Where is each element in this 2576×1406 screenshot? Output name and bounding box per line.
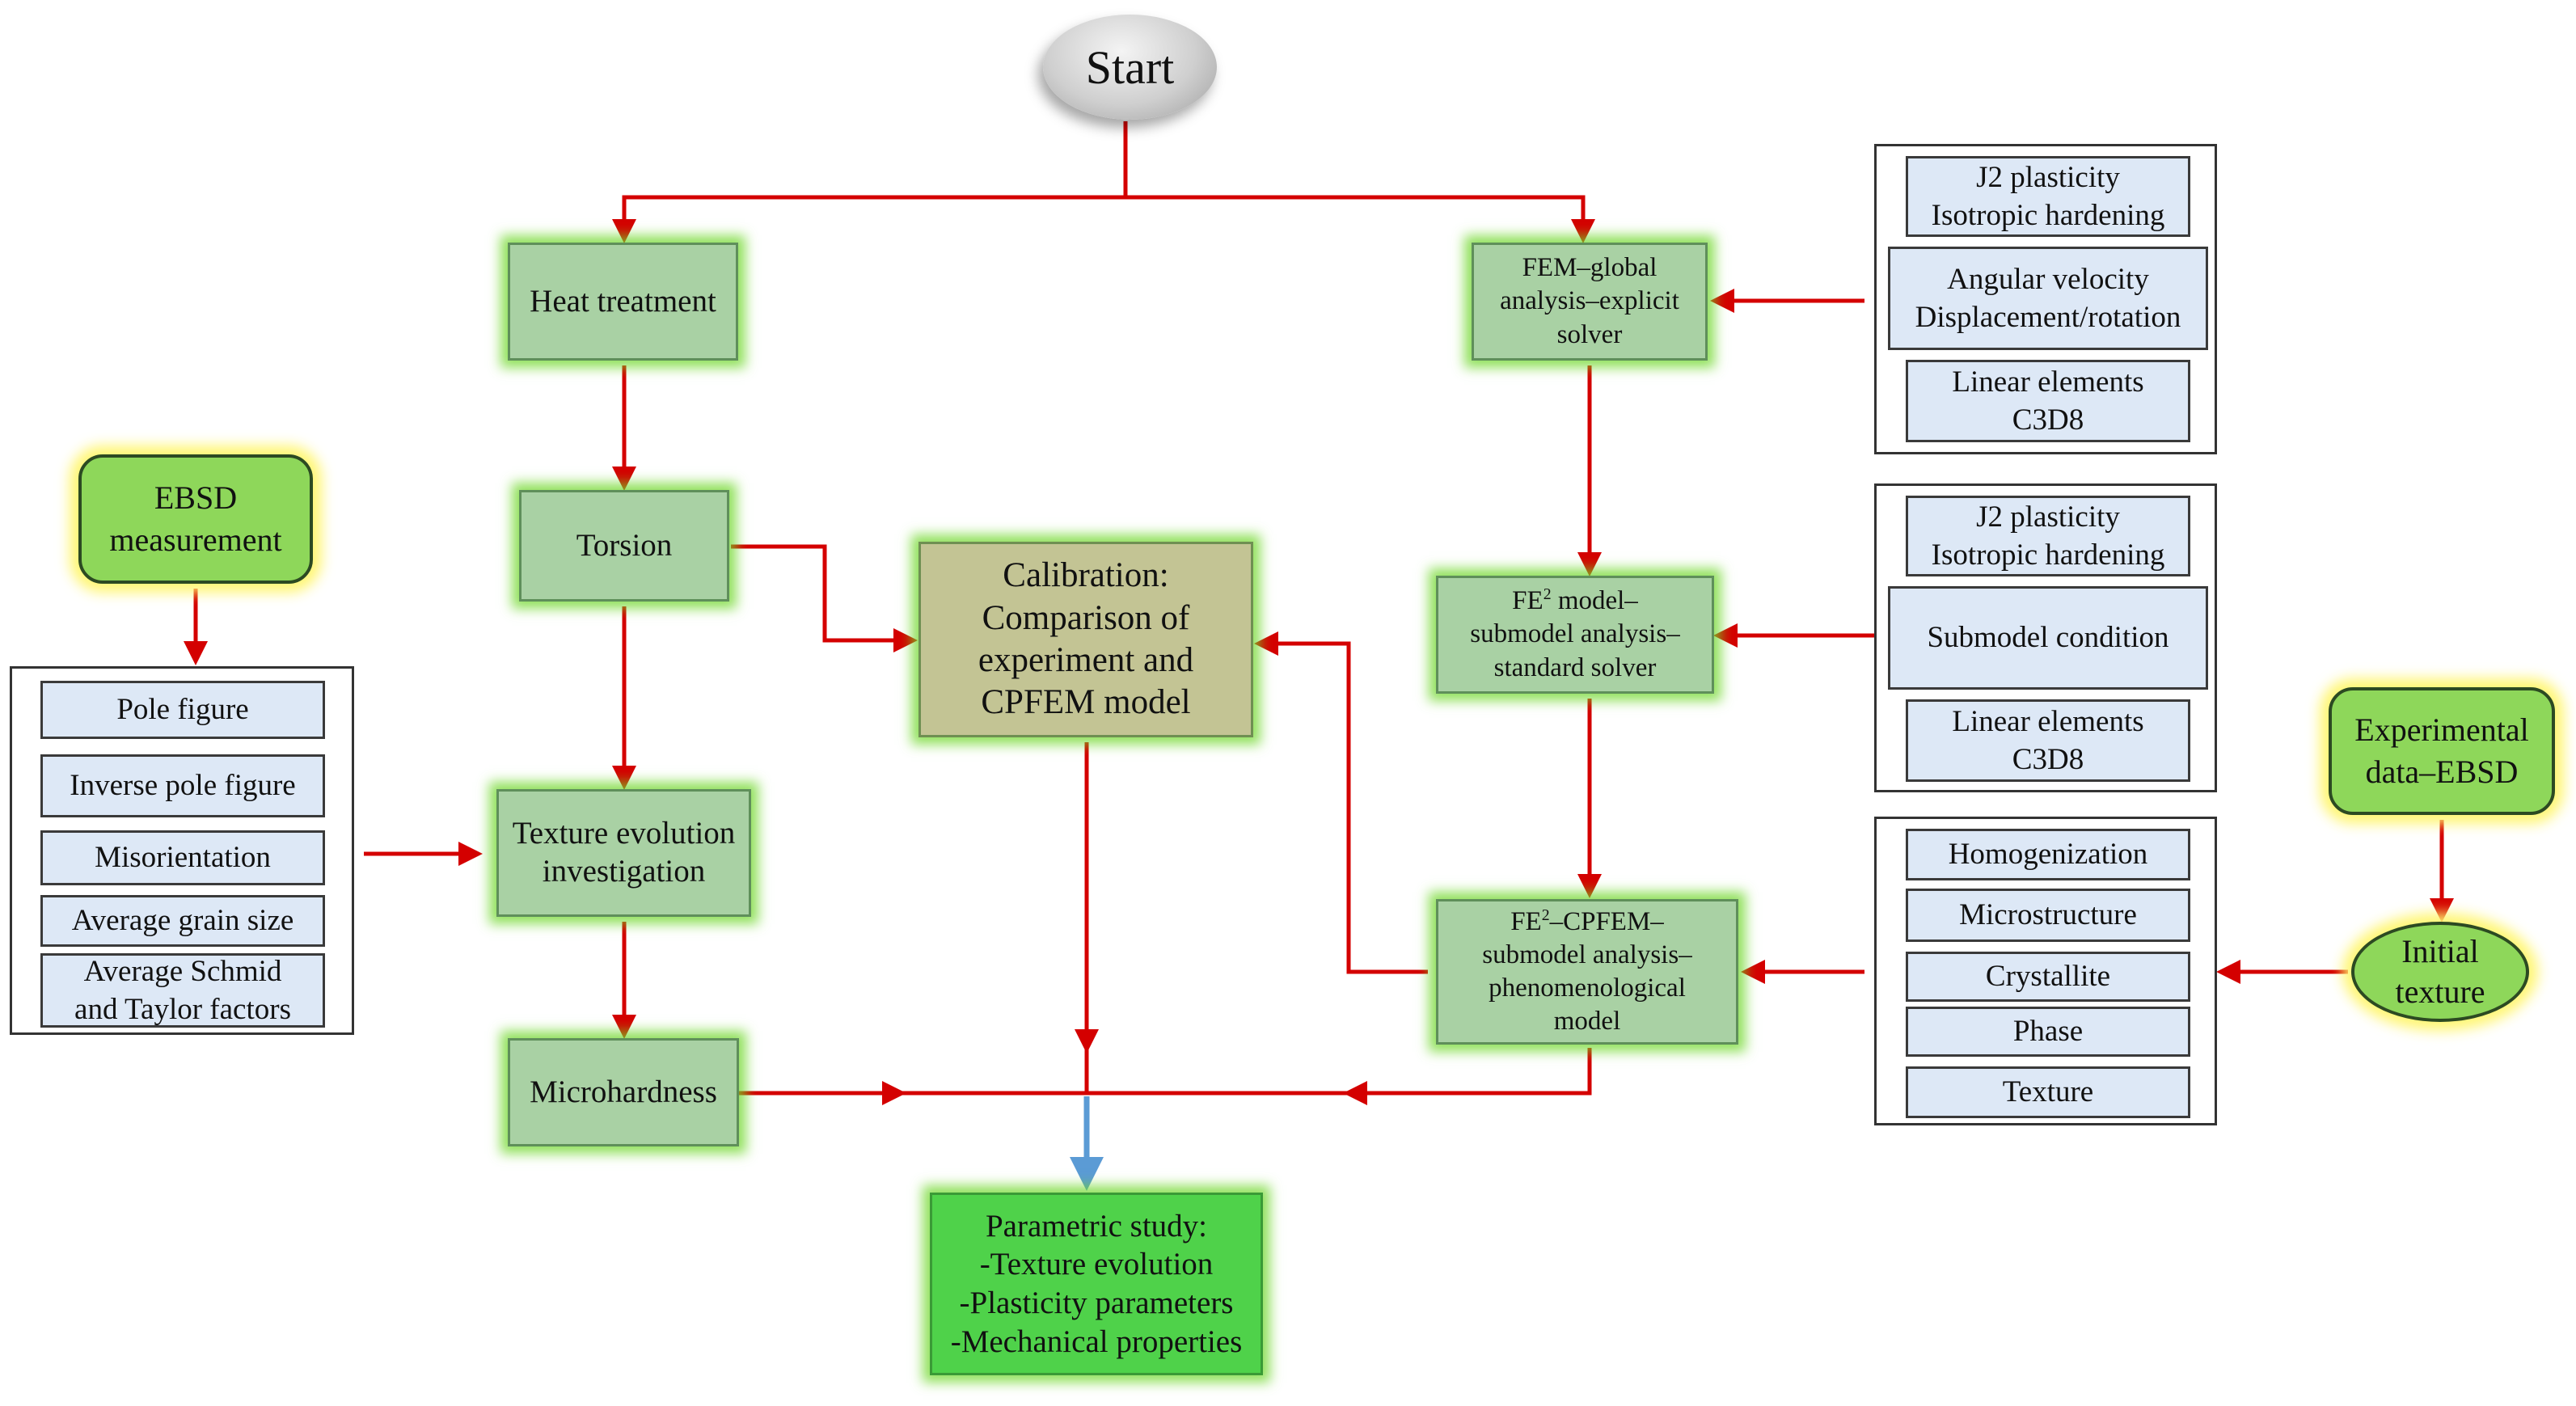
- homogenization-label: Homogenization: [1948, 838, 2148, 872]
- ebsd-measurement-line-1: EBSD: [154, 479, 238, 516]
- crystallite-label: Crystallite: [1985, 960, 2111, 994]
- inverse-pole-figure-label: Inverse pole figure: [70, 769, 296, 803]
- parametric-study-line-4: -Mechanical properties: [950, 1324, 1243, 1359]
- fe2-cpfem-line-3: phenomenological: [1489, 973, 1686, 1003]
- fe2-cpfem-line-2: submodel analysis–: [1482, 939, 1692, 969]
- microstructure-label: Microstructure: [1959, 898, 2137, 932]
- experimental-data-line-2: data–EBSD: [2365, 754, 2519, 790]
- calibration-line-3: experiment and: [978, 641, 1194, 679]
- phase-label: Phase: [2012, 1015, 2084, 1049]
- texture-evolution-box: Texture evolution investigation: [496, 789, 751, 917]
- start-label: Start: [1085, 40, 1175, 94]
- torsion-box: Torsion: [519, 490, 729, 602]
- j2-plasticity-line-2a: J2 plasticity: [1976, 500, 2120, 534]
- experimental-data-line-1: Experimental: [2354, 711, 2529, 748]
- c3d8-line-2b: C3D8: [2012, 743, 2084, 776]
- fe2-cpfem-exponent: 2: [1541, 906, 1550, 924]
- calibration-line-1: Calibration:: [1003, 556, 1169, 595]
- isotropic-hardening-line-2b: Isotropic hardening: [1931, 538, 2165, 572]
- submodel-condition-item: Submodel condition: [1888, 586, 2208, 690]
- texture-item: Texture: [1906, 1066, 2190, 1118]
- fem-global-line-2: analysis–explicit: [1500, 286, 1679, 316]
- c3d8-line-1b: C3D8: [2012, 403, 2084, 437]
- fe2-symbol: FE: [1512, 586, 1543, 616]
- homogenization-item: Homogenization: [1906, 829, 2190, 880]
- initial-texture-oval: Initial texture: [2351, 922, 2529, 1022]
- j2-plasticity-item-2: J2 plasticity Isotropic hardening: [1906, 496, 2190, 576]
- parametric-study-line-1: Parametric study:: [985, 1208, 1207, 1243]
- torsion-to-calibration-arrow: [731, 544, 918, 652]
- cpfem-to-junction-arrow: [1343, 1048, 1592, 1105]
- microstructure-item: Microstructure: [1906, 889, 2190, 942]
- linear-elements-item-1: Linear elements C3D8: [1906, 360, 2190, 442]
- torsion-label: Torsion: [576, 527, 673, 563]
- angular-velocity-line: Angular velocity: [1947, 262, 2149, 296]
- fe2-submodel-line-1: FE2 model–: [1512, 585, 1638, 618]
- j2-plasticity-item-1: J2 plasticity Isotropic hardening: [1906, 156, 2190, 237]
- parametric-study-line-3: -Plasticity parameters: [959, 1286, 1234, 1320]
- fe2-submodel-line-3: standard solver: [1493, 652, 1657, 682]
- calibration-box: Calibration: Comparison of experiment an…: [918, 542, 1253, 737]
- calibration-line-4: CPFEM model: [981, 683, 1191, 722]
- ebsd-measurement-box: EBSD measurement: [78, 454, 313, 584]
- pole-figure-item: Pole figure: [40, 681, 325, 739]
- phase-item: Phase: [1906, 1007, 2190, 1057]
- experimental-data-box: Experimental data–EBSD: [2329, 687, 2555, 815]
- average-grain-size-item: Average grain size: [40, 895, 325, 947]
- inverse-pole-figure-item: Inverse pole figure: [40, 754, 325, 817]
- linear-elements-line-2a: Linear elements: [1952, 704, 2144, 738]
- fem-global-line-3: solver: [1556, 319, 1623, 349]
- fe2-submodel-title: model–: [1551, 586, 1638, 616]
- fe2-cpfem-line-1: FE2–CPFEM–: [1510, 906, 1664, 939]
- fe2-submodel-box: FE2 model– submodel analysis– standard s…: [1436, 576, 1714, 694]
- calibration-line-2: Comparison of: [982, 598, 1190, 637]
- fem-global-line-1: FEM–global: [1522, 253, 1658, 283]
- initial-texture-line-2: texture: [2395, 973, 2485, 1010]
- j2-plasticity-line-1a: J2 plasticity: [1976, 160, 2120, 194]
- texture-evolution-line-1: Texture evolution: [512, 816, 736, 851]
- displacement-rotation-line: Displacement/rotation: [1915, 301, 2181, 334]
- fe2-cpfem-box: FE2–CPFEM– submodel analysis– phenomenol…: [1436, 899, 1738, 1045]
- start-branch-right-connector: [1125, 195, 1595, 243]
- texture-label: Texture: [2002, 1075, 2094, 1109]
- parametric-study-box: Parametric study: -Texture evolution -Pl…: [930, 1193, 1263, 1375]
- fe2-submodel-line-2: submodel analysis–: [1470, 619, 1680, 649]
- schmid-taylor-item: Average Schmid and Taylor factors: [40, 953, 325, 1028]
- start-node: Start: [1043, 15, 1217, 120]
- microhardness-box: Microhardness: [508, 1038, 739, 1146]
- angular-velocity-item: Angular velocity Displacement/rotation: [1888, 247, 2208, 350]
- global-settings-panel: J2 plasticity Isotropic hardening Angula…: [1874, 144, 2217, 454]
- linear-elements-line-1a: Linear elements: [1952, 365, 2144, 399]
- pole-figure-label: Pole figure: [116, 693, 249, 727]
- fem-global-box: FEM–global analysis–explicit solver: [1472, 243, 1708, 361]
- fe2-cpfem-title: –CPFEM–: [1549, 906, 1664, 936]
- heat-treatment-box: Heat treatment: [508, 243, 738, 361]
- cpfem-to-calibration-arrow: [1254, 631, 1428, 974]
- fe2-exponent: 2: [1543, 585, 1552, 604]
- ebsd-measurement-line-2: measurement: [109, 521, 282, 558]
- start-branch-connector: [612, 121, 1128, 243]
- submodel-condition-label: Submodel condition: [1927, 621, 2169, 655]
- parametric-study-line-2: -Texture evolution: [979, 1247, 1214, 1282]
- heat-treatment-label: Heat treatment: [530, 283, 716, 319]
- misorientation-label: Misorientation: [95, 841, 271, 875]
- average-grain-size-label: Average grain size: [71, 904, 294, 938]
- initial-texture-line-1: Initial: [2401, 933, 2479, 969]
- cpfem-settings-panel: Homogenization Microstructure Crystallit…: [1874, 817, 2217, 1125]
- misorientation-item: Misorientation: [40, 830, 325, 885]
- schmid-taylor-line-1: Average Schmid: [83, 954, 282, 988]
- crystallite-item: Crystallite: [1906, 952, 2190, 1002]
- microhardness-label: Microhardness: [530, 1074, 717, 1109]
- ebsd-items-panel: Pole figure Inverse pole figure Misorien…: [10, 666, 354, 1035]
- fe2-cpfem-line-4: model: [1553, 1007, 1621, 1037]
- isotropic-hardening-line-1b: Isotropic hardening: [1931, 199, 2165, 232]
- texture-evolution-line-2: investigation: [542, 854, 706, 889]
- schmid-taylor-line-2: and Taylor factors: [74, 993, 291, 1026]
- fe2-cpfem-symbol: FE: [1510, 906, 1542, 936]
- submodel-settings-panel: J2 plasticity Isotropic hardening Submod…: [1874, 483, 2217, 792]
- linear-elements-item-2: Linear elements C3D8: [1906, 699, 2190, 782]
